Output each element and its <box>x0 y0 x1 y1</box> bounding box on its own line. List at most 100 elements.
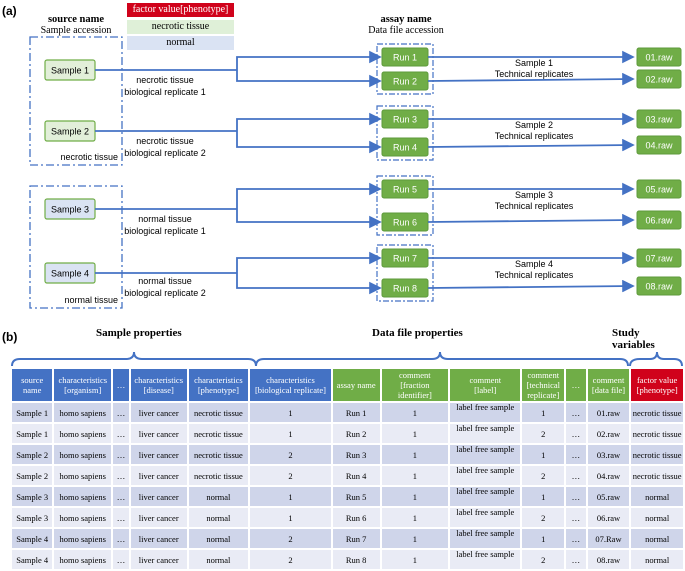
table-cell: normal <box>631 487 683 506</box>
table-cell: 1 <box>522 529 565 548</box>
bio-replicate-label: biological replicate 2 <box>124 288 206 298</box>
table-cell: liver cancer <box>130 508 187 527</box>
column-header: assay name <box>332 369 380 401</box>
run-arrow <box>236 182 382 209</box>
table-cell: 1 <box>250 508 331 527</box>
source-name-title: source name <box>47 14 105 25</box>
table-cell: liver cancer <box>130 550 187 569</box>
run-group-box <box>376 43 434 95</box>
table-cell: 1 <box>381 403 449 422</box>
column-header-line: [disease] <box>143 385 174 395</box>
column-header-line: … <box>116 380 126 390</box>
table-cell: 06.raw <box>587 508 630 527</box>
table-cell: 1 <box>522 403 565 422</box>
file-label: 04.raw <box>645 141 673 151</box>
table-cell: … <box>113 529 129 548</box>
table-cell: 07.Raw <box>587 529 630 548</box>
section-data-file-properties: Data file properties <box>372 327 463 339</box>
tech-replicate-label: Technical replicates <box>495 201 574 211</box>
column-header-line: [data file] <box>591 385 626 395</box>
bio-replicate-label: necrotic tissue <box>136 75 194 85</box>
file-box <box>636 47 682 67</box>
source-name-subtitle: Sample accession <box>40 25 112 36</box>
column-header: … <box>566 369 586 401</box>
bio-replicate-label: normal tissue <box>138 214 192 224</box>
tech-replicate-label: Sample 3 <box>515 190 553 200</box>
table-cell: … <box>566 550 586 569</box>
table-cell: homo sapiens <box>54 445 112 464</box>
file-label: 05.raw <box>645 185 673 195</box>
table-cell: Run 1 <box>332 403 380 422</box>
table-cell: 1 <box>250 487 331 506</box>
file-arrow <box>427 279 635 293</box>
table-cell: normal <box>631 550 683 569</box>
table-cell: homo sapiens <box>54 550 112 569</box>
column-header: characteristics[biological replicate] <box>250 369 331 401</box>
table-cell: … <box>566 487 586 506</box>
table-cell: label free sample <box>450 487 521 506</box>
table-cell: normal <box>188 508 249 527</box>
assay-name-header: assay name Data file accession <box>358 14 454 36</box>
run-group-box <box>376 244 434 302</box>
file-label: 07.raw <box>645 254 673 264</box>
column-header-line: [fraction identifier] <box>397 380 432 400</box>
table-cell: Run 6 <box>332 508 380 527</box>
panel-b-label: (b) <box>2 330 18 344</box>
brace-data <box>255 351 629 367</box>
table-cell: homo sapiens <box>54 529 112 548</box>
table-cell: Run 3 <box>332 445 380 464</box>
bio-replicate-label: normal tissue <box>138 276 192 286</box>
column-header: comment[label] <box>450 369 521 401</box>
column-header-line: [technical <box>526 380 561 390</box>
bio-replicate-label: necrotic tissue <box>136 136 194 146</box>
table-cell: normal <box>188 487 249 506</box>
file-label: 08.raw <box>645 282 673 292</box>
table-cell: 2 <box>522 424 565 443</box>
table-cell: necrotic tissue <box>188 466 249 485</box>
table-cell: 1 <box>522 487 565 506</box>
bio-replicate-label: biological replicate 1 <box>124 226 206 236</box>
sample-label: Sample 4 <box>51 269 89 279</box>
column-header-line: [organism] <box>64 385 102 395</box>
run-label: Run 2 <box>393 77 417 87</box>
table-cell: homo sapiens <box>54 403 112 422</box>
table-cell: 03.raw <box>587 445 630 464</box>
table-cell: … <box>113 508 129 527</box>
section-study-variables: Study variables <box>612 327 655 351</box>
tech-replicate-label: Sample 1 <box>515 58 553 68</box>
file-label: 02.raw <box>645 75 673 85</box>
column-header-line: [phenotype] <box>197 385 239 395</box>
section-braces <box>11 351 683 367</box>
table-cell: 2 <box>250 550 331 569</box>
table-cell: normal <box>631 508 683 527</box>
column-header-line: comment <box>527 370 560 380</box>
run-label: Run 5 <box>393 185 417 195</box>
run-label: Run 6 <box>393 218 417 228</box>
table-cell: 1 <box>381 424 449 443</box>
column-header-line: comment <box>399 370 431 380</box>
assay-name-subtitle: Data file accession <box>368 25 444 36</box>
table-cell: … <box>113 445 129 464</box>
table-cell: necrotic tissue <box>631 466 683 485</box>
table-cell: 02.raw <box>587 424 630 443</box>
table-cell: Run 5 <box>332 487 380 506</box>
table-cell: liver cancer <box>130 445 187 464</box>
table-cell: Sample 1 <box>12 424 53 443</box>
tech-replicate-label: Sample 2 <box>515 120 553 130</box>
run-arrow <box>236 50 382 70</box>
column-header: comment[data file] <box>587 369 630 401</box>
column-header: comment[fraction identifier] <box>381 369 449 401</box>
brace-study <box>629 351 683 367</box>
run-label: Run 4 <box>393 143 417 153</box>
column-header: characteristics[phenotype] <box>188 369 249 401</box>
column-header: characteristics[organism] <box>54 369 112 401</box>
table-cell: 2 <box>250 445 331 464</box>
group-label-necrotic: necrotic tissue <box>60 152 118 162</box>
